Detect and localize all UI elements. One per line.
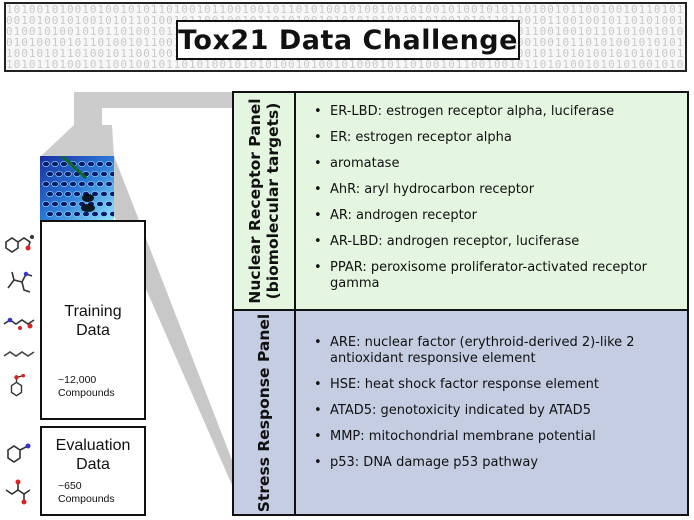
list-item: aromatase bbox=[308, 156, 679, 172]
evaluation-count: ~650 Compounds bbox=[58, 480, 115, 505]
nuclear-receptor-panel: Nuclear Receptor Panel (biomolecular tar… bbox=[232, 91, 689, 311]
page-title: Tox21 Data Challenge bbox=[178, 24, 518, 56]
molecule-icon bbox=[5, 479, 31, 505]
list-item: AR: androgen receptor bbox=[308, 208, 679, 224]
molecule-icon bbox=[7, 271, 33, 293]
molecule-icon bbox=[7, 443, 31, 463]
molecule-icon bbox=[10, 374, 25, 397]
list-item: p53: DNA damage p53 pathway bbox=[308, 455, 679, 471]
evaluation-data-box: Evaluation Data ~650 Compounds bbox=[40, 426, 146, 516]
stress-panel-list: ARE: nuclear factor (erythroid-derived 2… bbox=[296, 311, 687, 514]
list-item: HSE: heat shock factor response element bbox=[308, 377, 679, 393]
list-item: AhR: aryl hydrocarbon receptor bbox=[308, 182, 679, 198]
stress-response-panel: Stress Response Panel ARE: nuclear facto… bbox=[232, 309, 689, 516]
molecule-icon bbox=[5, 235, 34, 253]
callout-funnel bbox=[40, 125, 114, 157]
callout-upper bbox=[74, 92, 232, 130]
molecule-icon bbox=[3, 317, 35, 330]
nuclear-panel-list: ER-LBD: estrogen receptor alpha, lucifer… bbox=[296, 93, 687, 309]
list-item: AR-LBD: androgen receptor, luciferase bbox=[308, 234, 679, 250]
evaluation-title: Evaluation Data bbox=[55, 437, 131, 473]
well-plate-image bbox=[40, 156, 114, 220]
list-item: ER: estrogen receptor alpha bbox=[308, 130, 679, 146]
stress-panel-label: Stress Response Panel bbox=[255, 313, 273, 512]
nuclear-panel-label: Nuclear Receptor Panel (biomolecular tar… bbox=[246, 98, 282, 304]
list-item: MMP: mitochondrial membrane potential bbox=[308, 429, 679, 445]
title-banner: 1010010100101001010110100101100100101101… bbox=[4, 2, 687, 72]
list-item: ER-LBD: estrogen receptor alpha, lucifer… bbox=[308, 104, 679, 120]
nuclear-panel-side: Nuclear Receptor Panel (biomolecular tar… bbox=[234, 93, 296, 309]
training-count: ~12,000 Compounds bbox=[58, 374, 115, 399]
list-item: PPAR: peroxisome proliferator-activated … bbox=[308, 260, 679, 292]
list-item: ATAD5: genotoxicity indicated by ATAD5 bbox=[308, 403, 679, 419]
stress-panel-side: Stress Response Panel bbox=[234, 311, 296, 514]
list-item: ARE: nuclear factor (erythroid-derived 2… bbox=[308, 335, 679, 367]
training-title: Training Data bbox=[64, 303, 122, 339]
molecule-icon bbox=[3, 351, 35, 357]
title-box: Tox21 Data Challenge bbox=[176, 20, 520, 60]
training-data-box: Training Data ~12,000 Compounds bbox=[40, 220, 146, 420]
